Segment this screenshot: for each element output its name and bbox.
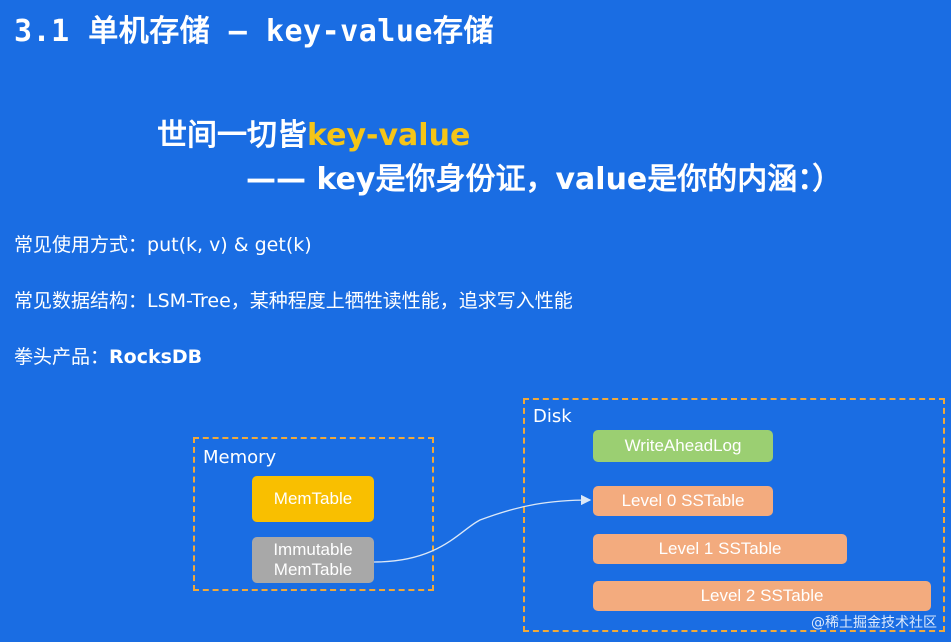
- wal-block: WriteAheadLog: [593, 430, 773, 462]
- level0-label: Level 0 SSTable: [621, 491, 745, 510]
- motto-line-2: —— key是你身份证，value是你的内涵：）: [246, 162, 843, 197]
- watermark: @稀土掘金技术社区: [811, 615, 937, 631]
- structure-label: 常见数据结构：: [14, 290, 148, 312]
- structure-value: LSM-Tree，某种程度上牺牲读性能，追求写入性能: [147, 290, 573, 312]
- product-value: RocksDB: [109, 346, 203, 368]
- usage-line: 常见使用方式：put(k, v) & get(k): [14, 230, 312, 257]
- wal-label: WriteAheadLog: [624, 436, 742, 455]
- level2-label: Level 2 SSTable: [700, 586, 824, 605]
- slide-title: 3.1 单机存储 – key-value存储: [14, 14, 494, 49]
- product-label: 拳头产品：: [14, 346, 110, 368]
- structure-line: 常见数据结构：LSM-Tree，某种程度上牺牲读性能，追求写入性能: [14, 286, 573, 313]
- level1-label: Level 1 SSTable: [658, 539, 782, 558]
- memtable-block: MemTable: [252, 476, 374, 522]
- disk-label: Disk: [533, 406, 572, 427]
- memory-label: Memory: [203, 447, 277, 468]
- product-line: 拳头产品：RocksDB: [14, 342, 202, 369]
- level2-sstable-block: Level 2 SSTable: [593, 581, 931, 611]
- immutable-memtable-block: Immutable MemTable: [252, 537, 374, 583]
- usage-label: 常见使用方式：: [14, 234, 148, 256]
- level0-sstable-block: Level 0 SSTable: [593, 486, 773, 516]
- motto-line-1: 世间一切皆key-value: [157, 110, 470, 154]
- level1-sstable-block: Level 1 SSTable: [593, 534, 847, 564]
- motto-prefix: 世间一切皆: [157, 118, 307, 153]
- immutable-label-1: Immutable: [273, 540, 353, 559]
- immutable-label-2: MemTable: [273, 560, 353, 579]
- usage-value: put(k, v) & get(k): [147, 234, 312, 256]
- memtable-label: MemTable: [273, 489, 353, 508]
- motto-highlight: key-value: [307, 118, 471, 153]
